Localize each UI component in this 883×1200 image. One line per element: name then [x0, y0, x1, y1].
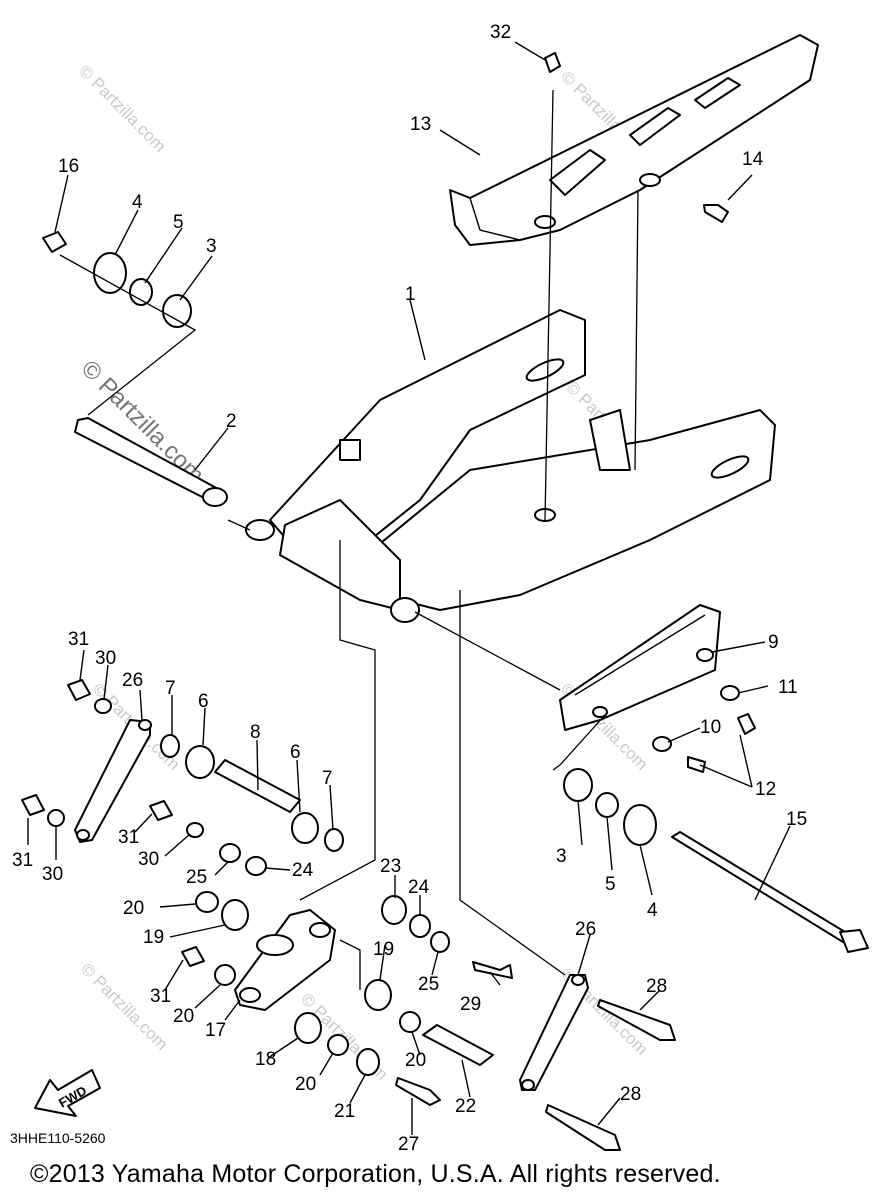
callout-31a: 31	[68, 629, 89, 650]
callout-6a: 6	[198, 691, 209, 712]
callout-20d: 20	[295, 1074, 316, 1095]
callout-24a: 24	[292, 860, 314, 881]
callout-22: 22	[455, 1096, 476, 1117]
callout-29: 29	[460, 994, 481, 1015]
callout-3: 3	[206, 236, 217, 257]
callout-25a: 25	[186, 867, 207, 888]
callout-28a: 28	[646, 976, 667, 997]
callout-2: 2	[226, 411, 237, 432]
callout-20c: 20	[405, 1050, 426, 1071]
callout-4b: 4	[647, 900, 658, 921]
callout-31c: 31	[118, 827, 139, 848]
callout-1: 1	[405, 284, 416, 305]
long-bolt-part	[671, 831, 869, 953]
callout-14: 14	[742, 149, 764, 170]
callout-28b: 28	[620, 1084, 641, 1105]
callout-15: 15	[786, 809, 807, 830]
callout-21: 21	[334, 1101, 355, 1122]
callout-31b: 31	[12, 850, 33, 871]
callout-25b: 25	[418, 974, 439, 995]
callout-26b: 26	[575, 919, 596, 940]
callout-3b: 3	[556, 846, 567, 867]
callout-27: 27	[398, 1134, 419, 1155]
copyright-notice: ©2013 Yamaha Motor Corporation, U.S.A. A…	[30, 1160, 721, 1188]
callout-7a: 7	[165, 678, 176, 699]
callout-19b: 19	[373, 939, 394, 960]
bolt-and-nut-parts	[21, 52, 729, 1151]
fwd-arrow-icon: FWD	[34, 1069, 101, 1117]
pivot-shaft-part	[74, 417, 228, 507]
chain-slider-part	[559, 604, 721, 731]
watermark: © Partzilla.com	[75, 61, 169, 155]
callout-19a: 19	[143, 927, 164, 948]
left-bearing-set	[42, 231, 192, 328]
callout-30c: 30	[138, 849, 159, 870]
callout-17: 17	[205, 1020, 226, 1041]
leader-lines	[27, 41, 791, 1135]
callout-20b: 20	[173, 1006, 194, 1027]
callout-12: 12	[755, 779, 776, 800]
callout-32: 32	[490, 22, 511, 43]
relay-linkage-parts	[74, 719, 589, 1091]
callout-5b: 5	[605, 874, 616, 895]
callout-13: 13	[410, 114, 431, 135]
callout-5: 5	[173, 212, 184, 233]
callout-31d: 31	[150, 986, 171, 1007]
callout-16: 16	[58, 156, 79, 177]
callout-9: 9	[768, 632, 779, 653]
callout-8: 8	[250, 722, 261, 743]
callout-4: 4	[132, 192, 143, 213]
callout-10: 10	[700, 717, 721, 738]
chain-guard-part	[449, 34, 819, 246]
callout-18: 18	[255, 1049, 276, 1070]
callout-20a: 20	[123, 898, 144, 919]
diagram-code: 3HHE110-5260	[10, 1130, 106, 1146]
callout-7b: 7	[322, 768, 333, 789]
callout-layer: 1 2 3 4 5 16 32 13 14 9 11 10 12 15 3 5 …	[12, 22, 807, 1155]
callout-30a: 30	[95, 648, 116, 669]
right-bearing-set	[563, 768, 657, 846]
callout-24b: 24	[408, 877, 430, 898]
callout-30b: 30	[42, 864, 63, 885]
callout-26a: 26	[122, 670, 143, 691]
callout-6b: 6	[290, 742, 301, 763]
callout-23: 23	[380, 856, 401, 877]
swingarm-part	[245, 309, 776, 623]
callout-11: 11	[778, 677, 798, 698]
assembly-lines	[59, 89, 639, 990]
